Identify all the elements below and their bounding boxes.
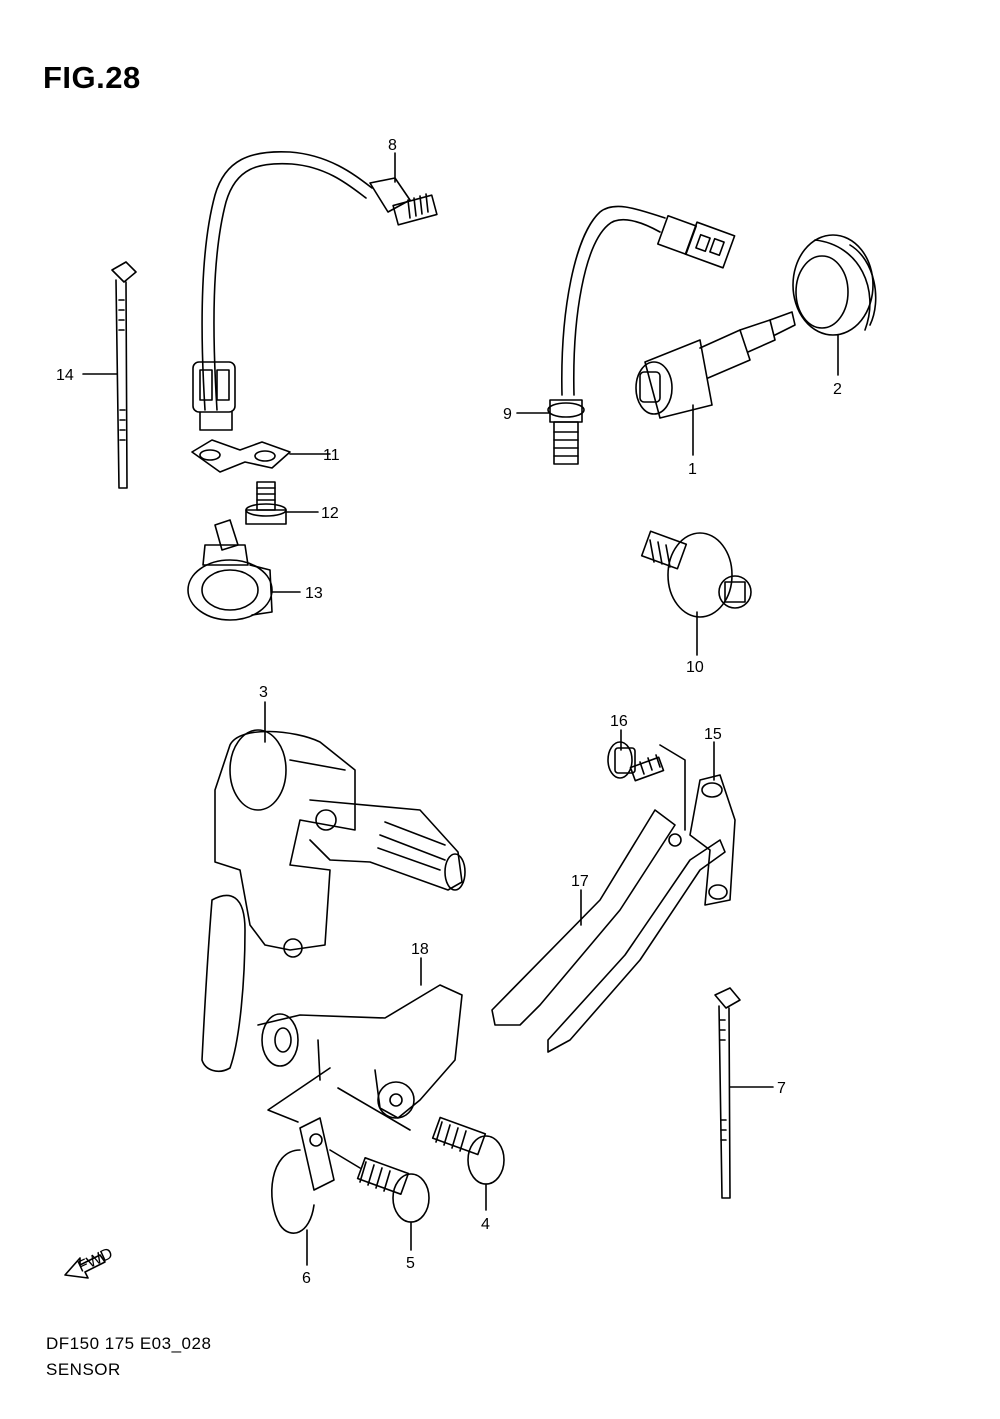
callout-labels: 8 11 12 13 14 9 1 2 10 3 16 15 17 18 7 4… bbox=[56, 137, 842, 1287]
part-17-plate[interactable] bbox=[491, 809, 726, 1053]
callout-17: 17 bbox=[571, 873, 589, 890]
model-code: DF150 175 E03_028 bbox=[46, 1334, 212, 1353]
callout-6: 6 bbox=[302, 1270, 311, 1287]
section-name: SENSOR bbox=[46, 1360, 121, 1379]
callout-14: 14 bbox=[56, 367, 74, 384]
part-18-bracket[interactable] bbox=[257, 984, 463, 1119]
callout-10: 10 bbox=[686, 659, 704, 676]
callout-8: 8 bbox=[388, 137, 397, 154]
part-3-bracket-sensor[interactable] bbox=[201, 729, 466, 1072]
callout-7: 7 bbox=[777, 1080, 786, 1097]
part-1-sensor[interactable] bbox=[635, 311, 796, 419]
callout-15: 15 bbox=[704, 726, 722, 743]
part-9-sensor-harness[interactable] bbox=[547, 205, 736, 465]
part-16-bolt[interactable] bbox=[607, 741, 665, 782]
figure-title: FIG.28 bbox=[43, 60, 141, 95]
part-2-grommet[interactable] bbox=[792, 234, 877, 336]
callout-12: 12 bbox=[321, 505, 339, 522]
callout-5: 5 bbox=[406, 1255, 415, 1272]
callout-3: 3 bbox=[259, 684, 268, 701]
part-7-cable-tie[interactable] bbox=[714, 987, 741, 1199]
part-4-bolt[interactable] bbox=[431, 1116, 505, 1185]
part-11-plate[interactable] bbox=[191, 439, 291, 473]
part-15-stay[interactable] bbox=[659, 744, 736, 906]
callout-2: 2 bbox=[833, 381, 842, 398]
callout-1: 1 bbox=[688, 461, 697, 478]
assembly-lines bbox=[267, 1039, 411, 1169]
callout-leaders bbox=[82, 152, 839, 1266]
callout-4: 4 bbox=[481, 1216, 490, 1233]
callout-9: 9 bbox=[503, 406, 512, 423]
fwd-marker: FWD bbox=[75, 1245, 115, 1276]
callout-13: 13 bbox=[305, 585, 323, 602]
callout-11: 11 bbox=[323, 447, 340, 464]
callout-16: 16 bbox=[610, 713, 628, 730]
part-14-cable-tie[interactable] bbox=[111, 261, 137, 489]
part-6-clip[interactable] bbox=[271, 1117, 335, 1234]
part-8-sensor-harness[interactable] bbox=[192, 150, 438, 431]
part-10-sensor[interactable] bbox=[640, 530, 752, 618]
part-12-bolt[interactable] bbox=[245, 481, 287, 525]
part-5-bolt[interactable] bbox=[356, 1156, 430, 1223]
part-13-clamp[interactable] bbox=[187, 519, 273, 621]
fwd-arrow-icon: FWD bbox=[64, 1245, 116, 1279]
callout-18: 18 bbox=[411, 941, 429, 958]
